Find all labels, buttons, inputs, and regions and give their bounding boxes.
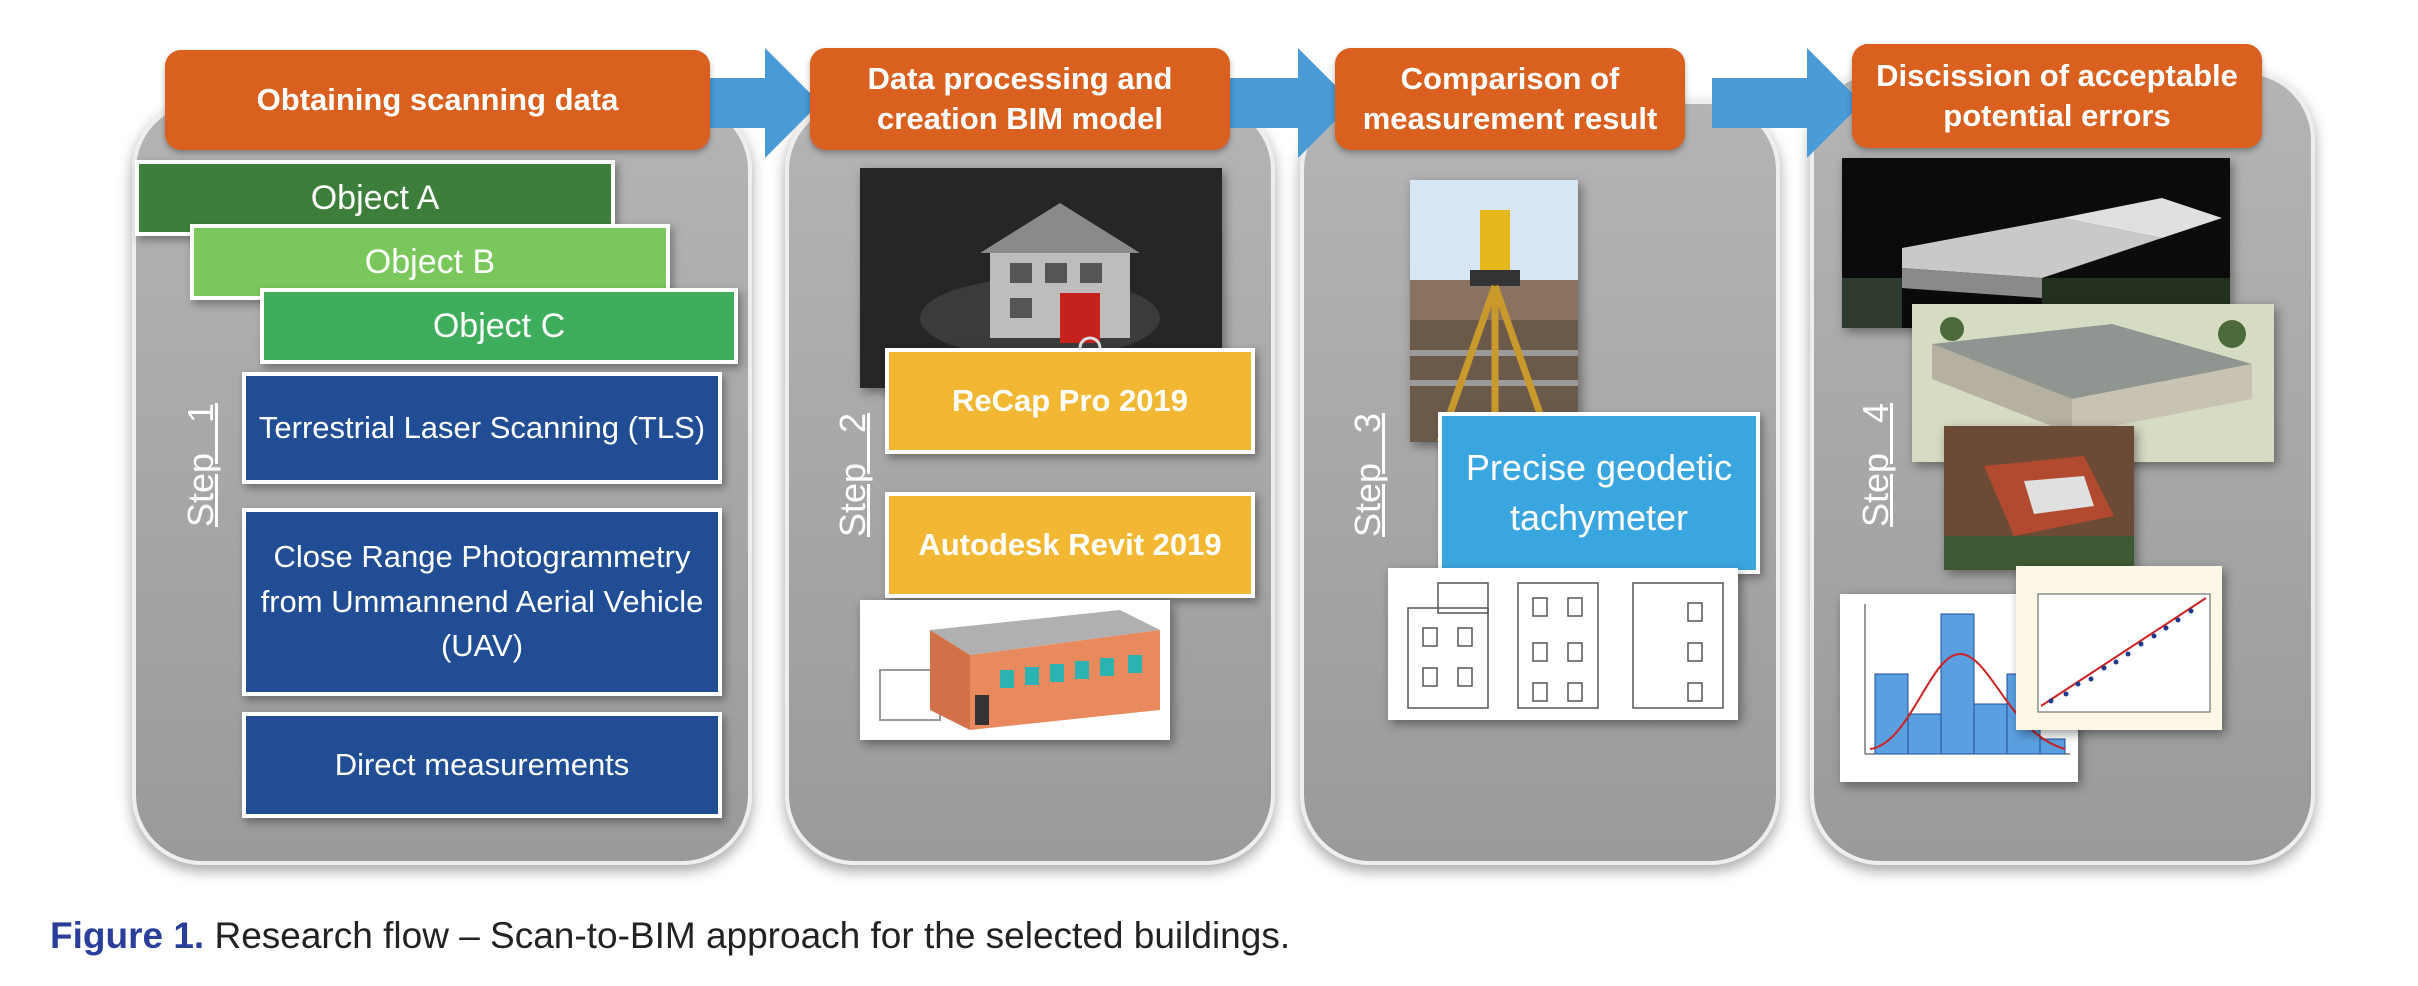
bim-model-image [860,600,1170,740]
method-uav-box: Close Range Photogrammetry from Ummannen… [242,508,722,696]
recap-box: ReCap Pro 2019 [885,348,1255,454]
aerial-photo-2 [1944,426,2134,570]
regression-chart-image [2016,566,2222,730]
object-c-box: Object C [260,288,738,364]
step1-label: Step 1 [180,402,221,528]
facade-drawings-image [1388,568,1738,720]
figure-label: Figure 1. [50,915,205,956]
aerial-photo-1 [1842,158,2230,328]
tachymeter-label: Precise geodetic tachymeter [1465,446,1733,538]
flow-arrow-2 [1203,48,1353,158]
step2-header: Data processing and creation BIM model [810,48,1230,150]
revit-box: Autodesk Revit 2019 [885,492,1255,598]
step4-header: Discission of acceptable potential error… [1852,44,2262,148]
step4-label: Step 4 [1855,402,1896,528]
step3-label: Step 3 [1347,412,1388,538]
flow-arrow-3 [1712,48,1862,158]
step1-header: Obtaining scanning data [165,50,710,150]
tachymeter-photo [1410,180,1578,442]
figure-caption-text: Research flow – Scan-to-BIM approach for… [204,915,1291,956]
tachymeter-box: Precise geodetic tachymeter [1438,412,1760,574]
figure-caption: Figure 1. Research flow – Scan-to-BIM ap… [50,915,2350,965]
flow-arrow-1 [670,48,820,158]
step2-label: Step 2 [832,412,873,538]
method-tls-box: Terrestrial Laser Scanning (TLS) [242,372,722,484]
step3-header: Comparison of measurement result [1335,48,1685,150]
method-direct-box: Direct measurements [242,712,722,818]
